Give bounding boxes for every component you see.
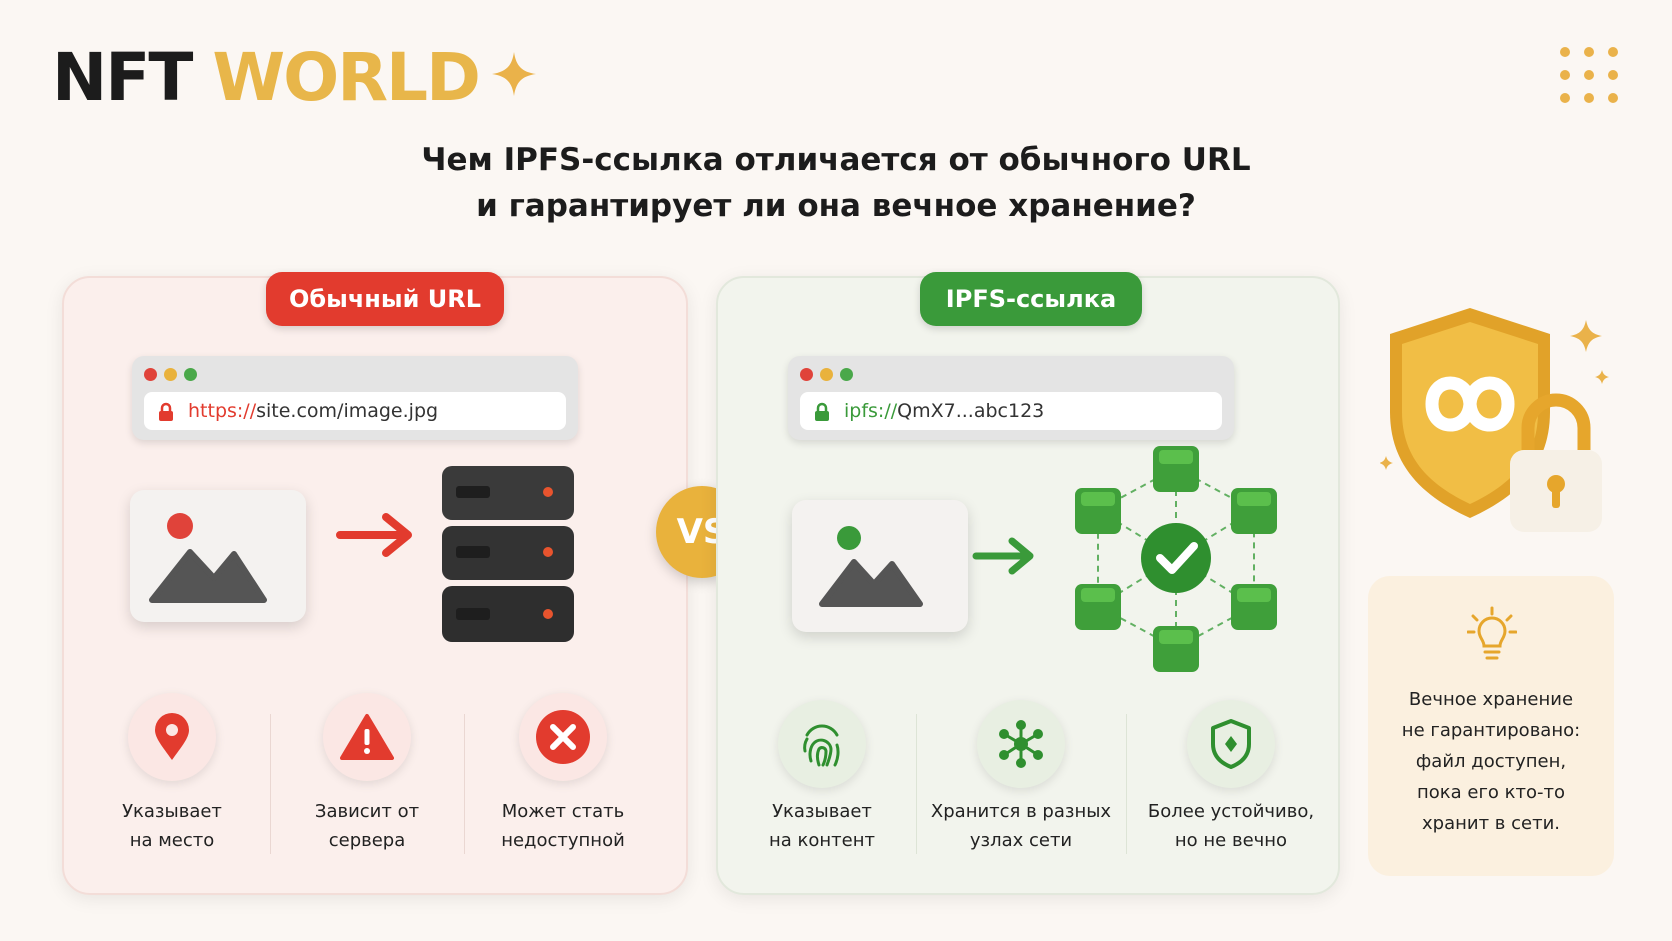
shield-icon bbox=[1211, 719, 1251, 769]
network-nodes-icon bbox=[1075, 446, 1277, 672]
image-icon bbox=[819, 526, 923, 607]
server-stack-icon bbox=[442, 466, 574, 642]
image-card-ipfs bbox=[792, 500, 968, 632]
fingerprint-icon bbox=[803, 724, 840, 767]
feature-circle-nodes bbox=[977, 700, 1065, 788]
divider bbox=[464, 714, 465, 854]
image-card-regular bbox=[130, 490, 306, 622]
warning-icon bbox=[340, 714, 394, 760]
feature-circle-unavailable bbox=[519, 693, 607, 781]
image-icon bbox=[149, 513, 267, 603]
logo: NFT WORLD bbox=[52, 38, 481, 118]
url-path-regular: site.com/image.jpg bbox=[256, 400, 439, 422]
page-title-line2: и гарантирует ли она вечное хранение? bbox=[476, 188, 1196, 224]
window-controls bbox=[144, 368, 197, 381]
lock-icon bbox=[159, 402, 173, 421]
lightbulb-icon bbox=[1467, 606, 1517, 660]
ipfs-link-badge: IPFS-ссылка bbox=[920, 272, 1142, 326]
arrow-right-icon bbox=[336, 513, 412, 557]
storage-note-text: Вечное хранение не гарантировано: файл д… bbox=[1401, 689, 1581, 834]
feature-circle-resilient bbox=[1187, 700, 1275, 788]
url-bar-ipfs[interactable]: ipfs://QmX7...abc123 bbox=[800, 392, 1222, 430]
feature-label: Более устойчиво,но не вечно bbox=[1147, 801, 1315, 851]
browser-window-regular: https://site.com/image.jpg bbox=[132, 356, 578, 440]
feature-circle-warning bbox=[323, 693, 411, 781]
storage-note-card: Вечное хранение не гарантировано: файл д… bbox=[1368, 576, 1614, 876]
window-controls bbox=[800, 368, 853, 381]
arrow-right-icon bbox=[972, 537, 1034, 575]
logo-nft: NFT bbox=[52, 39, 193, 116]
x-circle-icon bbox=[536, 710, 590, 764]
logo-world: WORLD bbox=[212, 39, 481, 116]
url-scheme-ipfs: ipfs:// bbox=[844, 400, 898, 422]
lock-icon bbox=[815, 402, 829, 421]
divider bbox=[1126, 714, 1127, 854]
sparkle-icon bbox=[492, 52, 536, 96]
url-scheme-regular: https:// bbox=[188, 400, 257, 422]
location-pin-icon bbox=[155, 713, 189, 760]
network-icon bbox=[999, 720, 1043, 768]
feature-circle-content bbox=[778, 700, 866, 788]
browser-window-ipfs: ipfs://QmX7...abc123 bbox=[788, 356, 1234, 440]
dots-grid-icon bbox=[1560, 47, 1618, 103]
feature-circle-location bbox=[128, 693, 216, 781]
divider bbox=[916, 714, 917, 854]
regular-url-badge: Обычный URL bbox=[266, 272, 504, 326]
divider bbox=[270, 714, 271, 854]
shield-infinity-icon bbox=[1380, 308, 1609, 532]
page-title-line1: Чем IPFS-ссылка отличается от обычного U… bbox=[421, 142, 1251, 178]
url-bar-regular[interactable]: https://site.com/image.jpg bbox=[144, 392, 566, 430]
url-path-ipfs: QmX7...abc123 bbox=[897, 400, 1045, 422]
